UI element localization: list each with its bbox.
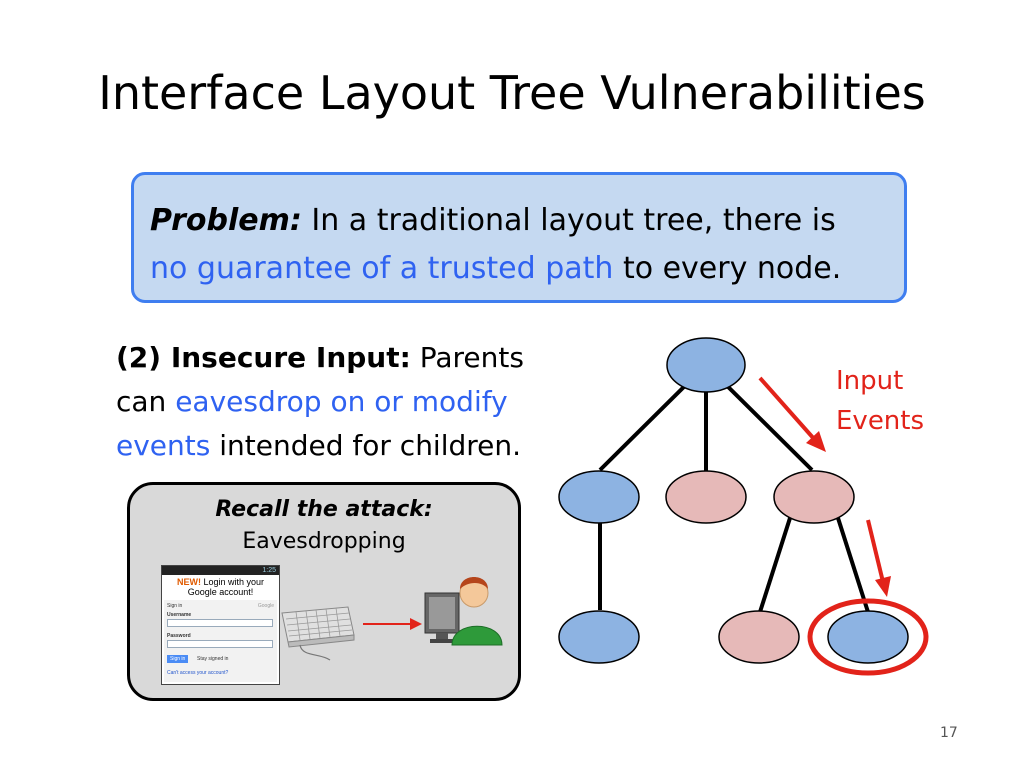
tree-nodes (558, 337, 909, 664)
insecure-input-text: (2) Insecure Input: Parents can eavesdro… (116, 336, 566, 468)
tree-node-right-child-left (718, 610, 800, 664)
phone-stay-signed: Stay signed in (197, 656, 229, 662)
tree-node-right (773, 470, 855, 524)
phone-signin-button: Sign in (167, 655, 189, 663)
tree-node-middle (665, 470, 747, 524)
tree-node-target (827, 610, 909, 664)
edge-right-child-right (836, 517, 870, 613)
input-events-arrow-2 (866, 519, 891, 597)
input-events-line-1: Input (836, 366, 904, 396)
phone-sign-in-heading: Sign in (167, 603, 183, 609)
phone-screenshot: 1:25 NEW! Login with your Google account… (161, 565, 280, 685)
edge-right-child-left (758, 517, 792, 613)
phone-banner: NEW! Login with your Google account! (162, 575, 279, 597)
phone-username-field (167, 619, 273, 627)
target-highlight-ring (807, 598, 929, 676)
phone-banner-text: Login with your Google account! (187, 577, 265, 597)
problem-text-1: In a traditional layout tree, there is (301, 203, 836, 238)
phone-status-bar: 1:25 (162, 566, 279, 575)
problem-label: Problem: (150, 203, 302, 238)
phone-brand: Google (257, 603, 274, 609)
phone-username-label: Username (167, 612, 192, 618)
recall-attack-box: Recall the attack: Eavesdropping 1:25 NE… (127, 482, 521, 701)
tree-node-left-child (558, 610, 640, 664)
phone-password-label: Password (167, 633, 191, 639)
keyboard-icon (281, 606, 355, 661)
insecure-input-text-1: Parents can (116, 341, 524, 418)
problem-text-2: to every node. (613, 251, 842, 286)
tree-node-root (666, 337, 746, 393)
eavesdrop-arrow (363, 618, 422, 630)
attacker-user-icon (424, 577, 503, 646)
phone-cant-access: Can't access your account? (167, 670, 229, 676)
phone-login-form: Sign in Google Username Password Sign in… (164, 600, 277, 682)
eavesdrop-illustration (281, 577, 503, 661)
slide-title: Interface Layout Tree Vulnerabilities (98, 66, 926, 120)
phone-password-field (167, 640, 273, 648)
recall-subtitle: Eavesdropping (242, 529, 406, 554)
recall-title: Recall the attack: (215, 497, 433, 522)
input-events-line-2: Events (836, 406, 925, 436)
insecure-input-text-2: intended for children. (210, 429, 522, 462)
insecure-input-highlight: eavesdrop on or modify events (116, 385, 508, 462)
insecure-input-label: (2) Insecure Input: (116, 341, 411, 374)
input-events-arrow-1 (758, 376, 826, 452)
page-number: 17 (940, 725, 958, 741)
problem-highlight: no guarantee of a trusted path (150, 251, 614, 286)
tree-node-left (558, 470, 640, 524)
input-events-label: Input Events (836, 361, 924, 441)
problem-callout: Problem: In a traditional layout tree, t… (131, 172, 907, 303)
phone-new-label: NEW! (176, 577, 201, 587)
